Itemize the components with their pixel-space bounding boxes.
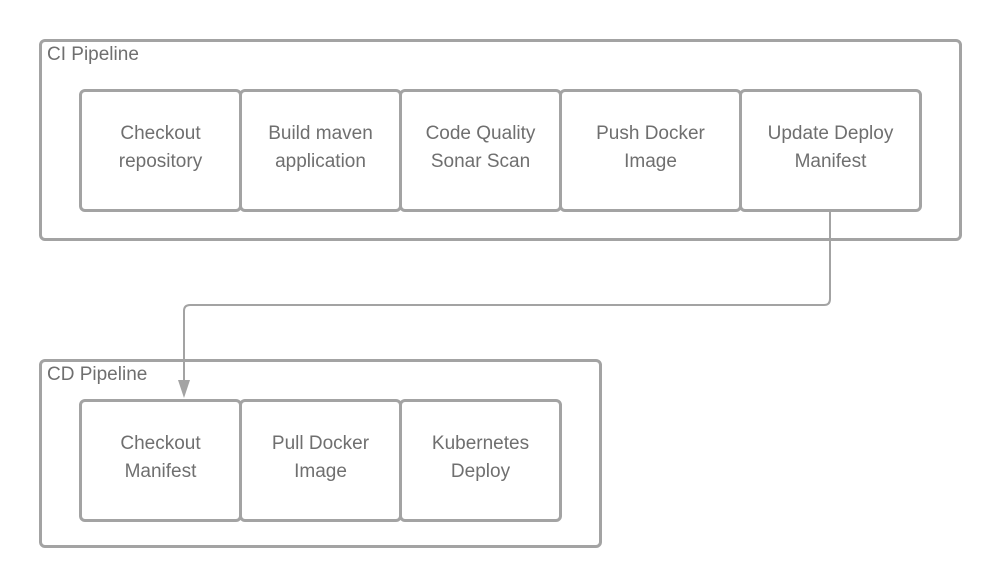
ci-pipeline-title: CI Pipeline bbox=[47, 44, 139, 65]
ci-stage-label: Checkout repository bbox=[118, 122, 203, 172]
ci-stage-build-maven-application[interactable]: Build maven application bbox=[239, 89, 402, 212]
ci-stage-update-deploy-manifest[interactable]: Update Deploy Manifest bbox=[739, 89, 922, 212]
cd-pipeline-title: CD Pipeline bbox=[47, 364, 148, 385]
ci-stage-label: Code Quality Sonar Scan bbox=[425, 122, 536, 172]
cd-stage-label: Pull Docker Image bbox=[271, 432, 370, 482]
ci-stage-label: Update Deploy Manifest bbox=[767, 122, 894, 172]
ci-stage-label: Build maven application bbox=[268, 122, 373, 172]
cd-stage-checkout-manifest[interactable]: Checkout Manifest bbox=[79, 399, 242, 522]
ci-stage-label: Push Docker Image bbox=[596, 122, 705, 172]
cd-stage-kubernetes-deploy[interactable]: Kubernetes Deploy bbox=[399, 399, 562, 522]
cd-stage-label: Checkout Manifest bbox=[120, 432, 201, 482]
cd-stage-pull-docker-image[interactable]: Pull Docker Image bbox=[239, 399, 402, 522]
cd-stage-label: Kubernetes Deploy bbox=[431, 432, 530, 482]
ci-stage-code-quality-sonar-scan[interactable]: Code Quality Sonar Scan bbox=[399, 89, 562, 212]
ci-stage-push-docker-image[interactable]: Push Docker Image bbox=[559, 89, 742, 212]
ci-stage-checkout-repository[interactable]: Checkout repository bbox=[79, 89, 242, 212]
